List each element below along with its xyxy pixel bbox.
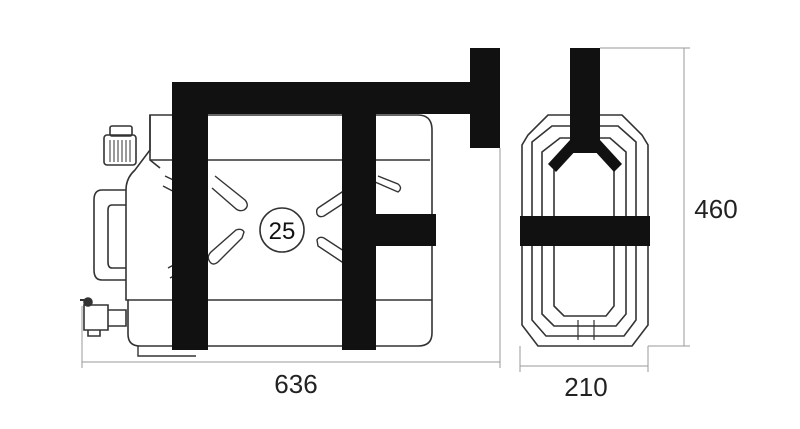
cap-icon bbox=[103, 125, 137, 166]
mount-bracket-end bbox=[520, 48, 650, 246]
end-bracket-vertical bbox=[570, 48, 600, 153]
end-bracket-strap-left bbox=[548, 140, 578, 172]
width-dimension-label: 636 bbox=[274, 369, 317, 399]
end-bracket-band bbox=[520, 216, 650, 246]
can-body-outline bbox=[125, 114, 433, 347]
can-shoulder-line bbox=[149, 115, 161, 169]
depth-dimension-label: 210 bbox=[564, 372, 607, 402]
handle-inner bbox=[107, 204, 126, 269]
capacity-label: 25 bbox=[269, 218, 296, 245]
dimension-lines bbox=[81, 47, 690, 372]
bracket-wall-plate bbox=[470, 48, 500, 148]
tap-icon bbox=[80, 297, 127, 337]
mount-bracket-side bbox=[172, 48, 500, 350]
end-bracket-strap-right bbox=[592, 140, 622, 172]
handle-outline bbox=[93, 189, 126, 281]
bracket-top-bar bbox=[172, 82, 472, 114]
end-view-spout bbox=[577, 320, 595, 340]
capacity-circle bbox=[259, 207, 305, 253]
bracket-right-strap bbox=[342, 112, 376, 350]
foot-line bbox=[137, 346, 196, 357]
end-view-inner-2 bbox=[541, 137, 627, 327]
height-dimension-label: 460 bbox=[694, 194, 737, 224]
end-view-outer bbox=[521, 114, 649, 347]
bracket-left-strap bbox=[172, 82, 208, 350]
bracket-side-clip bbox=[376, 214, 436, 246]
end-view-inner-1 bbox=[531, 125, 637, 337]
